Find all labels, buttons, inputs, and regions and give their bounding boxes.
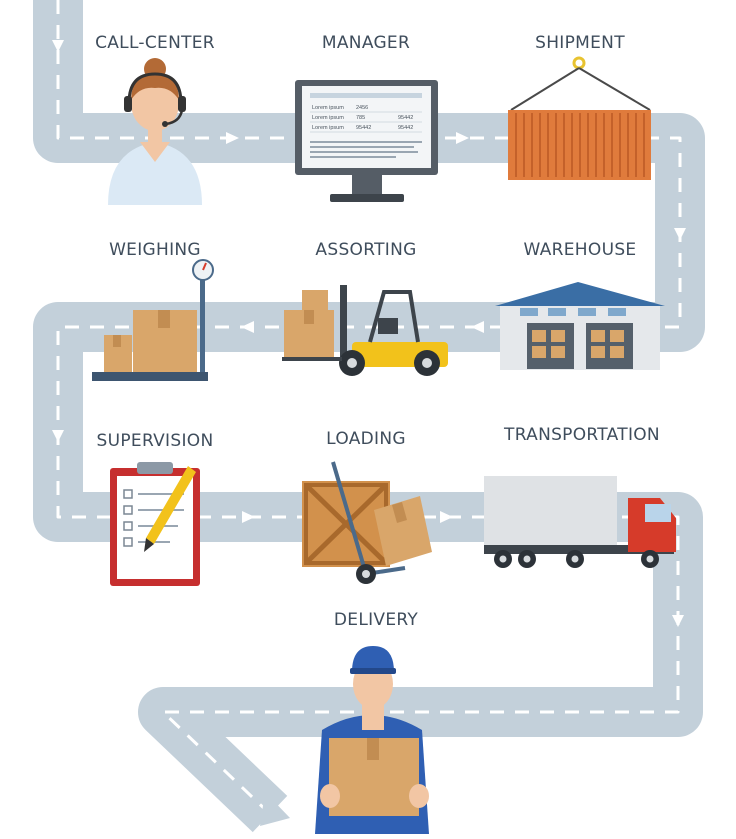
monitor-cell-name: Lorem ipsum xyxy=(312,115,344,121)
supervision-clipboard-illustration xyxy=(110,462,200,586)
arrow-down-icon xyxy=(672,615,684,627)
warehouse-illustration xyxy=(495,282,665,370)
arrow-left-icon xyxy=(471,321,484,333)
call-center-operator-illustration xyxy=(108,58,202,205)
monitor-cell-a: 95442 xyxy=(356,125,371,131)
arrow-left-icon xyxy=(241,321,254,333)
monitor-cell-b: 95442 xyxy=(398,115,413,121)
step-label-shipment: SHIPMENT xyxy=(535,33,625,53)
step-label-delivery: DELIVERY xyxy=(333,610,419,630)
step-label-assorting: ASSORTING xyxy=(315,240,417,260)
arrow-right-icon xyxy=(440,511,453,523)
step-label-transportation: TRANSPORTATION xyxy=(504,425,660,445)
assorting-forklift-illustration xyxy=(282,285,448,376)
monitor-cell-name: Lorem ipsum xyxy=(312,105,344,111)
step-label-warehouse: WAREHOUSE xyxy=(523,240,637,260)
step-label-supervision: SUPERVISION xyxy=(96,431,214,451)
weighing-scale-illustration xyxy=(92,259,214,381)
arrow-down-icon xyxy=(674,228,686,240)
arrow-right-icon xyxy=(242,511,255,523)
transportation-truck-illustration xyxy=(484,476,676,568)
step-label-loading: LOADING xyxy=(326,429,406,449)
monitor-cell-a: 785 xyxy=(356,115,365,121)
arrow-right-icon xyxy=(226,132,239,144)
delivery-courier-illustration xyxy=(315,646,429,834)
monitor-cell-a: 2456 xyxy=(356,105,368,111)
arrow-down-icon xyxy=(52,430,64,442)
road-arrows xyxy=(52,40,686,627)
step-label-manager: MANAGER xyxy=(321,33,411,53)
step-label-weighing: WEIGHING xyxy=(109,240,201,260)
loading-crate-illustration xyxy=(302,461,432,584)
arrow-down-icon xyxy=(52,40,64,52)
arrow-right-icon xyxy=(456,132,469,144)
step-label-call-center: CALL-CENTER xyxy=(95,33,215,53)
monitor-cell-name: Lorem ipsum xyxy=(312,125,344,131)
shipment-container-illustration xyxy=(508,56,651,180)
monitor-cell-b: 95442 xyxy=(398,125,413,131)
